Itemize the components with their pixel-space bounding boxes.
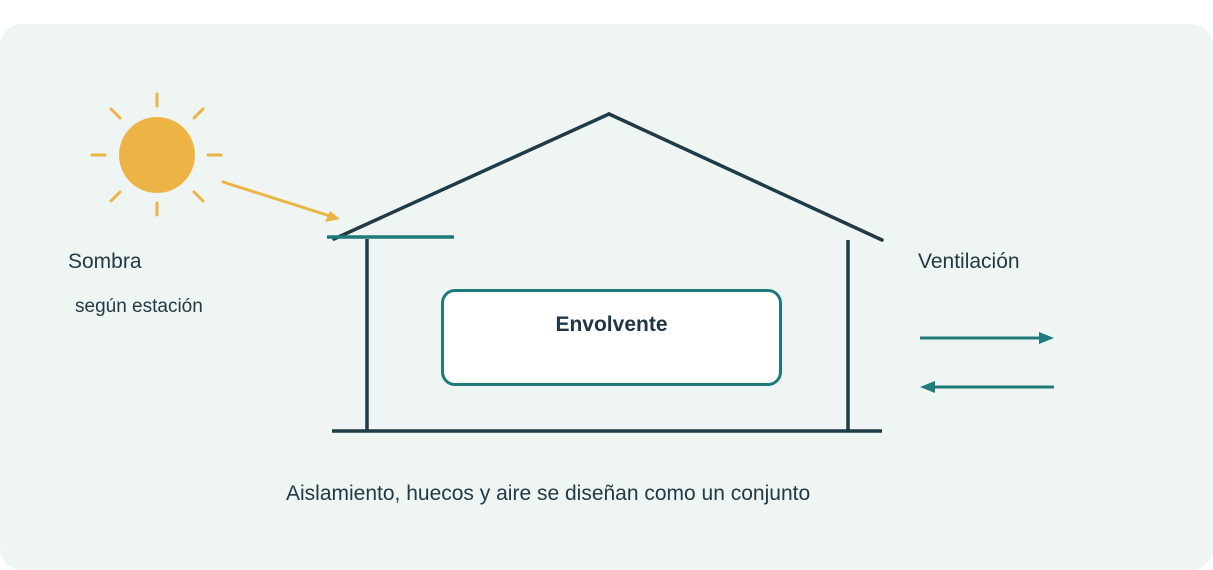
diagram-caption: Aislamiento, huecos y aire se diseñan co… [286,482,811,505]
ventilation-label: Ventilación [918,250,1020,273]
diagram-panel: Sombra según estación Ventilación Envolv… [0,24,1213,570]
arrow-right-icon [920,332,1054,344]
envelope-box: Envolvente [441,289,782,386]
diagram-graphics [90,92,1054,433]
envelope-label: Envolvente [555,313,668,336]
arrow-right-down-icon [221,180,340,222]
sun-rays [90,92,223,217]
house-roof [332,112,884,242]
shade-subtitle: según estación [75,296,203,317]
sun-icon [90,92,223,217]
shade-label: Sombra [68,250,142,273]
house-walls [332,239,882,433]
arrow-left-icon [920,381,1054,393]
sun-disc [119,117,195,193]
